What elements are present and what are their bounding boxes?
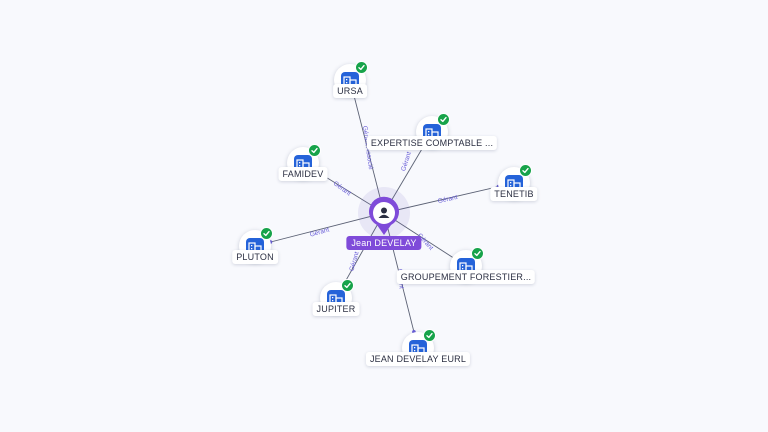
edge-label-3: Gérant — [437, 194, 458, 205]
company-node[interactable]: GROUPEMENT FORESTIER... — [396, 247, 536, 284]
company-node-label[interactable]: TENETIB — [490, 187, 538, 201]
company-node[interactable]: FAMIDEV — [278, 144, 328, 181]
company-node[interactable]: PLUTON — [232, 227, 278, 264]
verified-check-icon — [519, 164, 532, 177]
verified-check-icon — [355, 61, 368, 74]
verified-check-icon — [341, 279, 354, 292]
edge-4 — [254, 212, 385, 247]
edge-label-2: Gérant — [332, 180, 352, 197]
center-person-node[interactable] — [367, 196, 401, 236]
edge-label-1: Gérant — [400, 151, 413, 172]
verified-check-icon — [423, 329, 436, 342]
verified-check-icon — [308, 144, 321, 157]
company-node-label[interactable]: EXPERTISE COMPTABLE ... — [366, 136, 498, 150]
company-node[interactable]: TENETIB — [490, 164, 538, 201]
company-node[interactable]: URSA — [333, 61, 368, 98]
center-person-label[interactable]: Jean DEVELAY — [346, 236, 422, 250]
company-node-label[interactable]: PLUTON — [232, 250, 278, 264]
company-node-label[interactable]: GROUPEMENT FORESTIER... — [396, 270, 536, 284]
company-node-label[interactable]: JUPITER — [312, 302, 360, 316]
edge-label-4: Gérant — [309, 226, 330, 238]
verified-check-icon — [471, 247, 484, 260]
company-node-label[interactable]: FAMIDEV — [278, 167, 328, 181]
person-pin-icon — [369, 196, 399, 235]
edge-label-6: Gérant — [348, 251, 360, 272]
company-node-label[interactable]: JEAN DEVELAY EURL — [365, 352, 471, 366]
company-node[interactable]: EXPERTISE COMPTABLE ... — [366, 113, 498, 150]
company-node[interactable]: JEAN DEVELAY EURL — [365, 329, 471, 366]
company-node-label[interactable]: URSA — [333, 84, 367, 98]
verified-check-icon — [260, 227, 273, 240]
company-node[interactable]: JUPITER — [312, 279, 360, 316]
verified-check-icon — [437, 113, 450, 126]
